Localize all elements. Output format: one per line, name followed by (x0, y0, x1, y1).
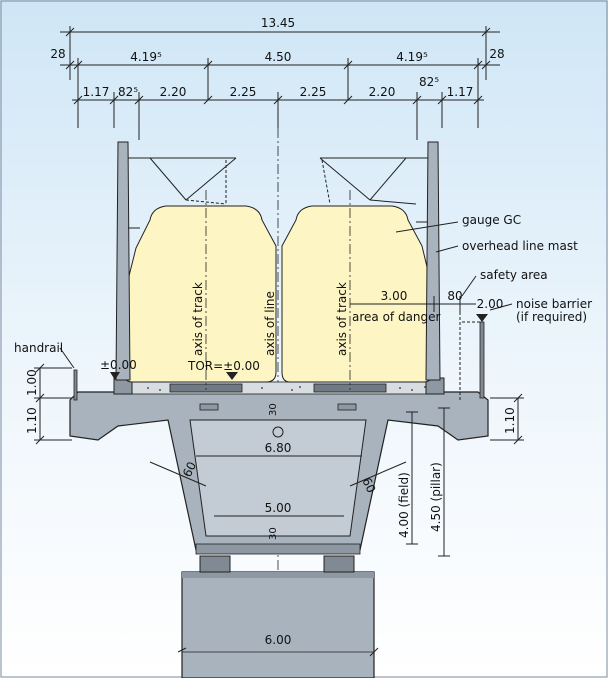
dim-edge-left: 28 (50, 47, 65, 61)
dim-edge-right: 28 (489, 47, 504, 61)
bottom-slab-ledge (195, 543, 361, 555)
drain-right (337, 403, 357, 411)
label-axis-track-right: axis of track (335, 282, 349, 356)
dimension-left-side (34, 363, 72, 445)
level-marker-left (110, 372, 120, 380)
label-noise-barrier-1: noise barrier (516, 297, 592, 311)
overhead-mast-left (115, 141, 131, 381)
dim-web-right: 60 (359, 475, 378, 495)
dim-bottom-flange: 30 (268, 527, 279, 540)
dim-web-left: 60 (180, 460, 199, 480)
overhead-mast-right (425, 141, 441, 381)
pantograph-left (140, 157, 237, 205)
box-interior (189, 419, 367, 537)
dim-left-side-height: 1.10 (25, 407, 39, 434)
handrail-post (73, 369, 78, 401)
dim-handrail-height: 1.00 (25, 369, 39, 396)
dim-lower-8: 1.17 (447, 85, 474, 99)
dim-lower-2: 82⁵ (118, 85, 138, 99)
dim-overall: 13.45 (261, 16, 295, 30)
label-area-of-danger: area of danger (352, 310, 441, 324)
dim-noise-barrier: 2.00 (477, 297, 504, 311)
label-noise-barrier-2: (if required) (516, 310, 587, 324)
label-tor-level: TOR=±0.00 (187, 359, 260, 373)
dimension-height-field-pillar (406, 407, 450, 557)
dim-upper-mid: 4.50 (265, 50, 292, 64)
mast-brackets (128, 157, 428, 229)
bearing-right (323, 555, 355, 573)
dim-upper-left: 4.19⁵ (130, 50, 162, 64)
noise-barrier-marker (476, 314, 488, 322)
dimension-chain-top (60, 26, 500, 140)
dim-lower-6: 2.20 (369, 85, 396, 99)
label-gauge: gauge GC (462, 213, 521, 227)
dim-slab-width: 6.80 (265, 441, 292, 455)
dimension-right-side (490, 393, 524, 445)
dim-lower-3: 2.20 (160, 85, 187, 99)
noise-barrier (479, 321, 485, 399)
label-handrail: handrail (14, 341, 63, 355)
pillar (177, 571, 379, 679)
dim-lower-5: 2.25 (300, 85, 327, 99)
dim-pillar-height: 4.50 (pillar) (429, 462, 443, 532)
pantograph-right (319, 157, 417, 205)
dim-lower-1: 1.17 (83, 85, 110, 99)
dimension-danger-safety (350, 296, 480, 400)
dim-area-of-danger: 3.00 (381, 289, 408, 303)
label-safety-area: safety area (480, 268, 548, 282)
label-overhead-mast: overhead line mast (462, 239, 578, 253)
label-level-left: ±0.00 (100, 358, 137, 372)
dim-right-side-height: 1.10 (503, 407, 517, 434)
dim-pillar-width: 6.00 (265, 633, 292, 647)
label-axis-line: axis of line (263, 291, 277, 356)
leader-lines (59, 221, 513, 369)
dim-lower-7: 82⁵ (419, 75, 439, 89)
dim-safety-area: 80 (447, 289, 462, 303)
gauge-right (281, 205, 433, 383)
dim-lower-4: 2.25 (230, 85, 257, 99)
label-axis-track-left: axis of track (191, 282, 205, 356)
dimension-web-lines (149, 455, 407, 517)
dim-upper-right: 4.19⁵ (396, 50, 428, 64)
center-duct (272, 426, 284, 438)
dim-top-slab: 30 (268, 403, 279, 416)
dim-bottom-inner-width: 5.00 (265, 501, 292, 515)
drain-left (199, 403, 219, 411)
dim-field-height: 4.00 (field) (397, 472, 411, 538)
level-marker-tor (226, 372, 238, 380)
bearing-left (199, 555, 231, 573)
